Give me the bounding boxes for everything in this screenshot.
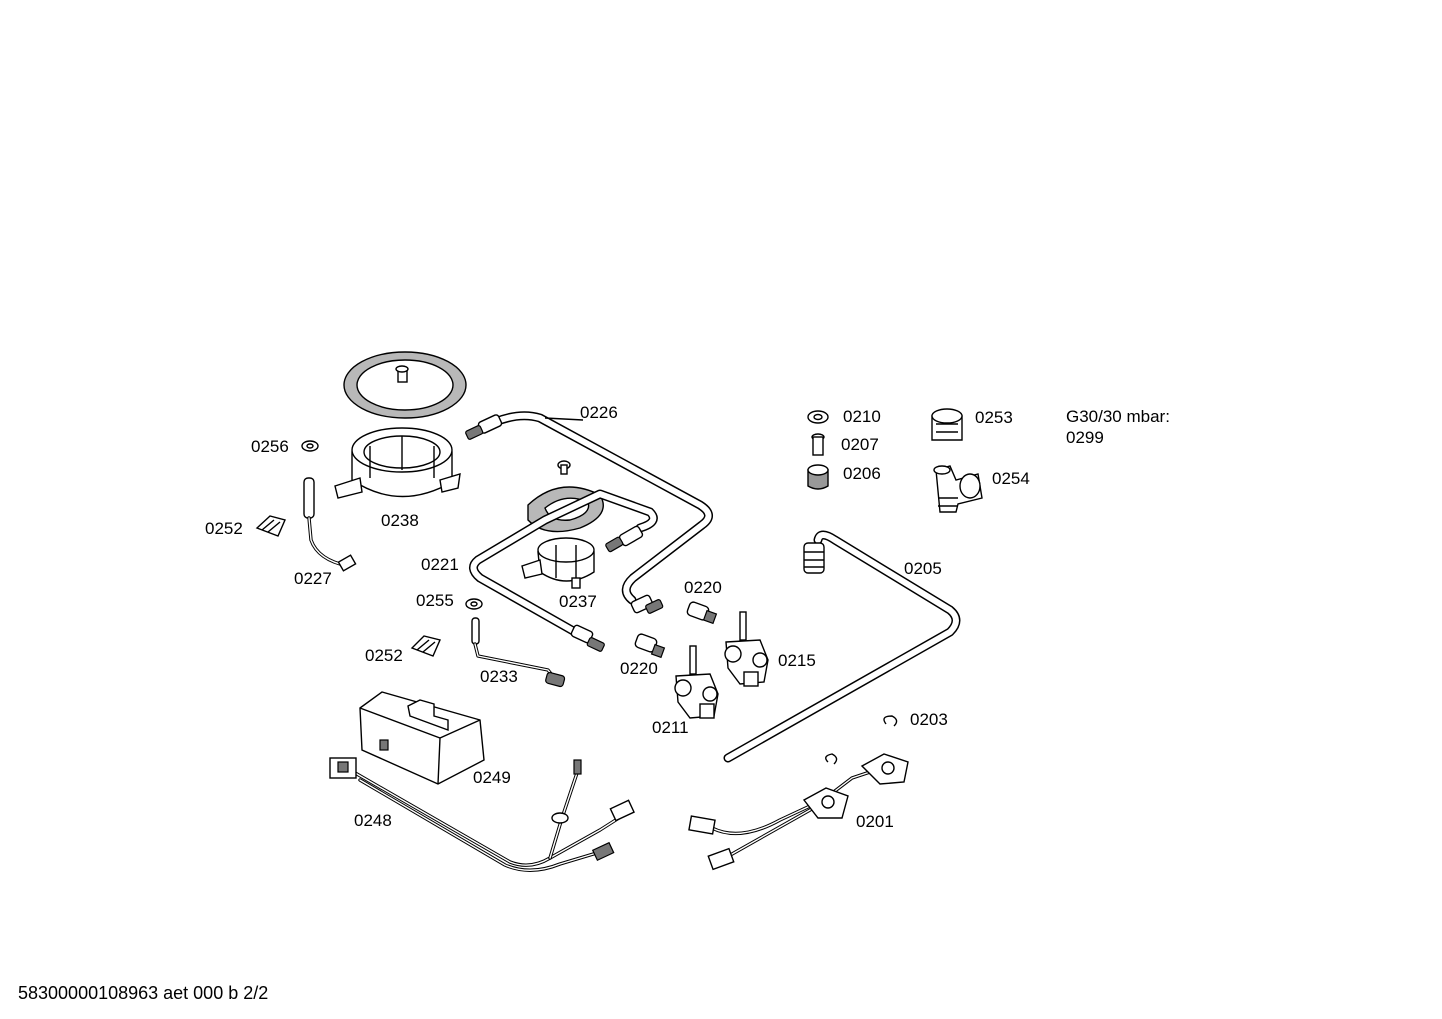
ignition-module-0249 <box>359 691 485 785</box>
injector-0207 <box>811 433 825 456</box>
main-pipe-0205 <box>723 530 961 763</box>
pipe-fitting-0226-top <box>465 414 503 440</box>
label-0203: 0203 <box>910 710 948 729</box>
pipe-fitting-0226-bottom <box>630 594 664 614</box>
injector-0220-b <box>634 633 666 659</box>
label-0233: 0233 <box>480 667 518 686</box>
thermocouple-0227 <box>303 477 357 572</box>
label-0221: 0221 <box>421 555 459 574</box>
label-0252-b: 0252 <box>365 646 403 665</box>
label-0238: 0238 <box>381 511 419 530</box>
label-0206: 0206 <box>843 464 881 483</box>
gas-tap-0215 <box>724 611 769 687</box>
gas-pipe-0226 <box>465 411 713 614</box>
pipe-fitting-0221-bottom <box>570 624 605 652</box>
burner-cup-0238 <box>334 427 461 499</box>
label-0249: 0249 <box>473 768 511 787</box>
label-0252-a: 0252 <box>205 519 243 538</box>
gasket-plate-0238 <box>343 351 467 419</box>
label-0256: 0256 <box>251 437 289 456</box>
ignition-switch-0201 <box>688 753 909 871</box>
label-0220-b: 0220 <box>620 659 658 678</box>
burner-cup-0237 <box>521 537 595 589</box>
nut-0206 <box>807 464 829 490</box>
thermocouple-0233 <box>471 617 566 688</box>
gas-tap-0211 <box>674 645 719 719</box>
label-0255: 0255 <box>416 591 454 610</box>
washer-0255 <box>465 598 483 610</box>
label-0227: 0227 <box>294 569 332 588</box>
gas-pipe-0221 <box>469 489 658 652</box>
label-0211: 0211 <box>652 718 689 737</box>
washer-0210 <box>807 410 829 424</box>
wiring-harness-0248 <box>329 757 635 872</box>
label-0226: 0226 <box>580 403 618 422</box>
circlip-0203 <box>883 715 898 727</box>
document-code: 58300000108963 aet 000 b 2/2 <box>18 983 269 1003</box>
gas-type-note-line1: G30/30 mbar: <box>1066 407 1170 426</box>
label-0237: 0237 <box>559 592 597 611</box>
label-0253: 0253 <box>975 408 1013 427</box>
clip-0252-b <box>410 635 441 657</box>
injector-0220-a <box>686 601 718 625</box>
washer-0256 <box>301 440 319 452</box>
label-0248: 0248 <box>354 811 392 830</box>
clip-0252-a <box>255 515 286 537</box>
screw-0237 <box>557 460 571 475</box>
label-0210: 0210 <box>843 407 881 426</box>
label-0254: 0254 <box>992 469 1030 488</box>
fitting-0253 <box>931 408 963 441</box>
pipe-fitting-0221-top <box>605 525 644 553</box>
label-0207: 0207 <box>841 435 879 454</box>
gas-type-note-line2: 0299 <box>1066 428 1104 447</box>
label-0220-a: 0220 <box>684 578 722 597</box>
elbow-0254 <box>933 465 983 513</box>
label-0215: 0215 <box>778 651 816 670</box>
label-0201: 0201 <box>856 812 894 831</box>
label-0205: 0205 <box>904 559 942 578</box>
gas-type-note: G30/30 mbar: 0299 <box>1066 406 1170 448</box>
